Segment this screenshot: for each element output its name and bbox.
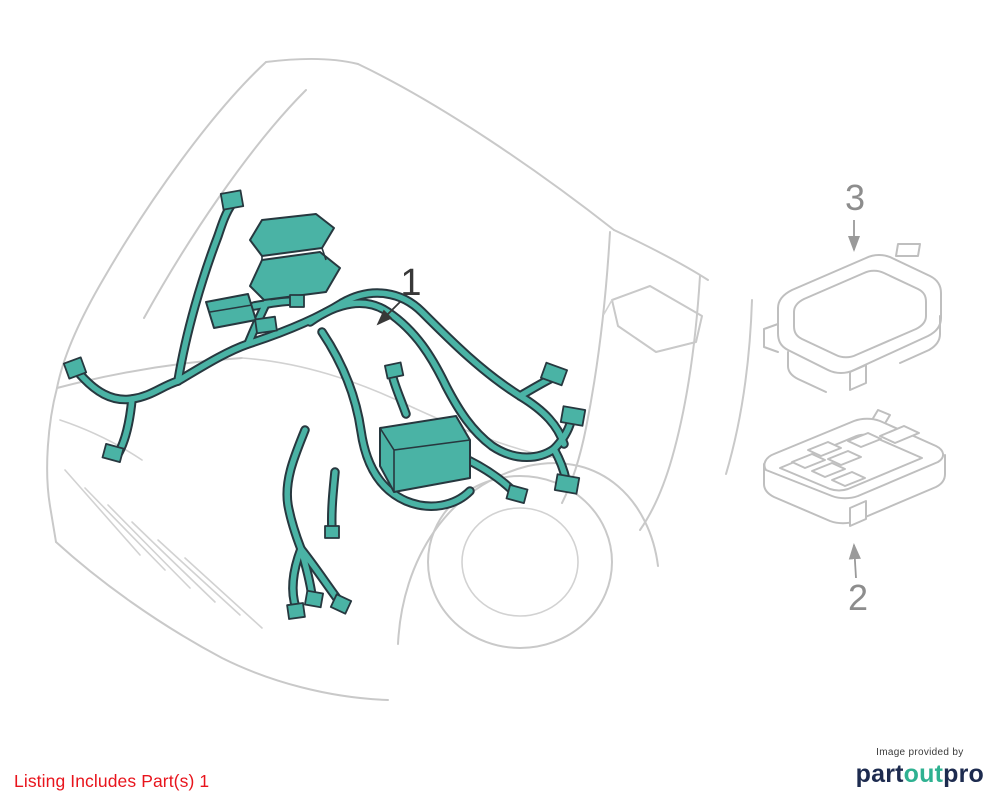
fusebox-upper-illustration <box>763 243 942 393</box>
wiring-harness-illustration <box>62 189 587 620</box>
callout-2-label: 2 <box>848 577 868 618</box>
callout-1: 1 <box>376 262 422 326</box>
callout-3-label: 3 <box>845 177 865 218</box>
logo-out-segment: out <box>903 760 944 788</box>
partoutpro-logo: partoutpro <box>855 760 984 789</box>
logo-pro-segment: pro <box>943 760 984 788</box>
harness-upper-bracket <box>249 213 335 257</box>
callout-2: 2 <box>848 542 868 618</box>
fusebox-relays <box>791 425 920 487</box>
battery-tray-illustration <box>379 415 471 493</box>
callout-2-arrow <box>848 542 861 579</box>
car-outline-drawing <box>46 57 753 701</box>
front-wheel-rim <box>461 507 579 617</box>
front-wheel-outline <box>427 475 613 649</box>
listing-includes-text: Listing Includes Part(s) 1 <box>14 771 210 791</box>
callout-1-label: 1 <box>400 262 421 304</box>
grille-hatch-lines <box>64 469 263 629</box>
logo-part-segment: part <box>855 760 904 788</box>
fusebox-lower-illustration <box>763 409 946 527</box>
harness-connectors <box>62 189 587 620</box>
callout-3: 3 <box>845 177 865 253</box>
callout-1-arrow <box>376 301 401 326</box>
image-credit: Image provided by partoutpro <box>856 747 984 789</box>
image-provided-by-text: Image provided by <box>876 747 964 758</box>
